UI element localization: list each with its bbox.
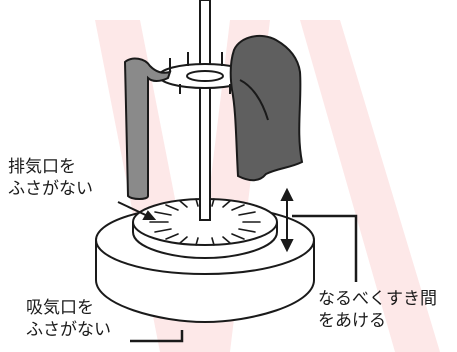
gap-label-line1: なるべくすき間 bbox=[318, 289, 437, 309]
intake-label-line2: ふさがない bbox=[26, 320, 111, 340]
gap-label: なるべくすき間 をあける bbox=[318, 288, 437, 332]
gap-arrow bbox=[280, 187, 294, 253]
exhaust-leader bbox=[117, 201, 157, 220]
intake-label: 吸気口を ふさがない bbox=[26, 297, 111, 341]
exhaust-vents bbox=[149, 198, 261, 246]
exhaust-label-line1: 排気口を bbox=[8, 157, 76, 177]
center-pole bbox=[199, 0, 211, 221]
cloth-left bbox=[123, 57, 172, 200]
cloth-right bbox=[229, 34, 304, 182]
gap-bracket bbox=[292, 214, 358, 282]
intake-bracket bbox=[130, 330, 184, 343]
exhaust-label: 排気口を ふさがない bbox=[8, 156, 93, 200]
exhaust-label-line2: ふさがない bbox=[8, 179, 93, 199]
intake-label-line1: 吸気口を bbox=[26, 298, 94, 318]
gap-label-line2: をあける bbox=[318, 311, 386, 331]
